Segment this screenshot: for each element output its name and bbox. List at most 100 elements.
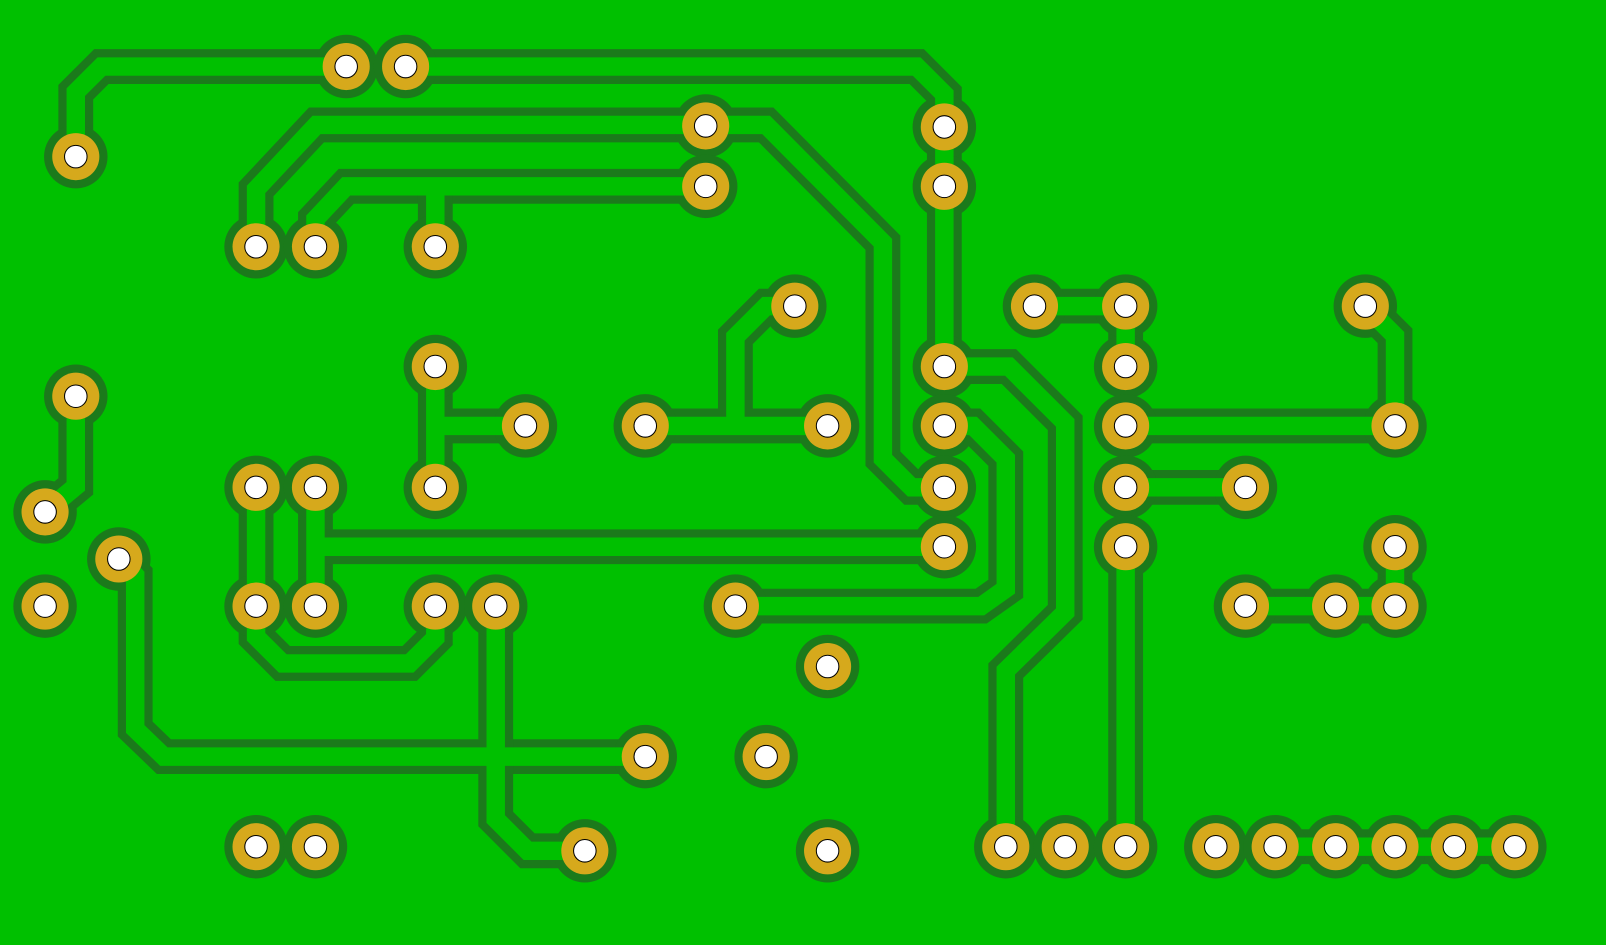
through-hole-pad <box>1041 823 1089 871</box>
drill-hole <box>932 115 957 139</box>
drill-hole <box>815 839 840 863</box>
drill-hole <box>723 594 748 618</box>
drill-hole <box>1383 834 1407 859</box>
through-hole-pad <box>804 402 852 450</box>
through-hole-pad <box>232 223 280 271</box>
through-hole-pad <box>561 827 609 875</box>
drill-hole <box>1442 834 1467 859</box>
drill-hole <box>754 744 778 769</box>
drill-hole <box>1113 475 1138 500</box>
drill-hole <box>303 475 328 500</box>
through-hole-pad <box>1371 402 1419 450</box>
drill-hole <box>244 834 268 859</box>
through-hole-pad <box>1371 823 1419 871</box>
drill-hole <box>932 475 957 500</box>
drill-hole <box>1233 594 1258 618</box>
drill-hole <box>64 384 88 408</box>
copper-trace <box>246 115 945 497</box>
through-hole-pad <box>804 642 852 691</box>
drill-hole <box>1203 834 1228 859</box>
through-hole-pad <box>920 402 968 450</box>
through-hole-pad <box>920 523 968 571</box>
drill-hole <box>107 547 131 571</box>
drill-hole <box>244 475 268 500</box>
through-hole-pad <box>1102 463 1150 511</box>
through-hole-pad <box>1102 282 1150 330</box>
through-hole-pad <box>501 402 549 450</box>
drill-hole <box>64 144 88 169</box>
through-hole-pad <box>291 823 340 871</box>
through-hole-pad <box>1371 523 1419 571</box>
drill-hole <box>423 354 448 379</box>
drill-hole <box>573 839 597 863</box>
copper-trace <box>246 606 445 673</box>
through-hole-pad <box>95 535 143 583</box>
through-hole-pad <box>920 342 968 391</box>
drill-hole <box>1353 294 1378 318</box>
drill-hole <box>303 594 328 618</box>
copper-trace <box>486 606 585 861</box>
drill-hole <box>1323 594 1348 618</box>
through-hole-pad <box>1192 823 1240 871</box>
drill-hole <box>815 414 840 438</box>
drill-hole <box>1022 294 1047 318</box>
drill-hole <box>1323 834 1348 859</box>
drill-hole <box>994 834 1018 859</box>
through-hole-pad <box>621 733 669 781</box>
drill-hole <box>423 594 448 618</box>
drill-hole <box>423 234 448 259</box>
drill-hole <box>932 534 957 559</box>
through-hole-pad <box>771 282 819 330</box>
copper-trace <box>66 57 347 157</box>
drill-hole <box>513 414 538 438</box>
through-hole-pad <box>232 582 280 630</box>
drill-hole <box>1053 834 1077 859</box>
through-hole-pad <box>472 582 520 630</box>
through-hole-pad <box>21 582 69 630</box>
through-hole-pad <box>21 488 69 536</box>
through-hole-pad <box>920 463 968 511</box>
drill-hole <box>1383 414 1407 438</box>
drill-hole <box>244 234 268 259</box>
drill-hole <box>1113 834 1138 859</box>
through-hole-pad <box>1251 823 1299 871</box>
through-hole-pad <box>52 372 100 420</box>
through-hole-pad <box>1312 823 1360 871</box>
drill-hole <box>1113 414 1138 438</box>
through-hole-pad <box>742 733 790 781</box>
drill-hole <box>815 654 840 679</box>
drill-hole <box>303 834 328 859</box>
through-hole-pad <box>682 102 730 150</box>
drill-hole <box>693 114 718 138</box>
through-hole-pad <box>1312 582 1360 630</box>
drill-hole <box>483 594 508 618</box>
through-hole-pad <box>232 463 280 511</box>
through-hole-pad <box>804 827 852 875</box>
through-hole-pad <box>1102 823 1150 871</box>
through-hole-pad <box>1491 823 1539 871</box>
copper-trace <box>735 416 1016 616</box>
through-hole-pad <box>1102 523 1150 571</box>
drill-hole <box>693 174 718 199</box>
drill-hole <box>423 475 448 500</box>
drill-hole <box>1113 354 1138 379</box>
drill-hole <box>1233 475 1258 500</box>
through-hole-pad <box>291 463 340 511</box>
drill-hole <box>932 174 957 199</box>
drill-hole <box>303 234 328 259</box>
through-hole-pad <box>411 223 459 271</box>
drill-hole <box>244 594 268 618</box>
through-hole-pad <box>711 582 759 630</box>
drill-hole <box>1263 834 1287 859</box>
drill-hole <box>932 354 957 379</box>
through-hole-pad <box>232 823 280 871</box>
through-hole-pad <box>1430 823 1478 871</box>
drill-hole <box>33 594 57 618</box>
drill-hole <box>633 744 658 769</box>
through-hole-pad <box>1371 582 1419 630</box>
through-hole-pad <box>1221 582 1270 630</box>
through-hole-pad <box>291 223 340 271</box>
drill-hole <box>1503 834 1527 859</box>
pad-layer <box>21 43 1539 875</box>
